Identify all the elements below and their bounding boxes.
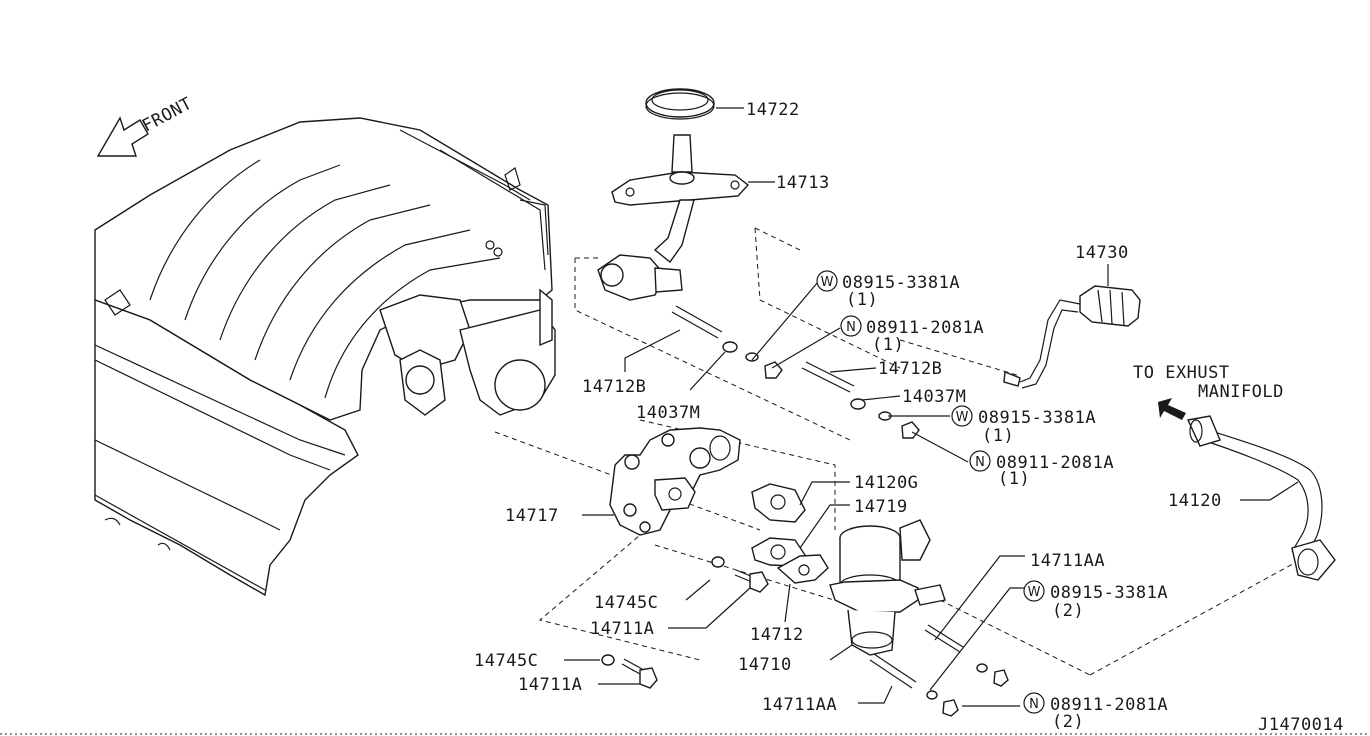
part-14120-tube [1186, 415, 1336, 581]
hardware-callout: N 08911-2081A (1) [840, 315, 984, 355]
hardware-code: 08911-2081A [866, 318, 984, 338]
label-14120G: 14120G [854, 473, 918, 493]
washer-symbol [816, 270, 838, 292]
hardware-symbol: N [975, 455, 985, 470]
hardware-symbol: W [1028, 585, 1041, 600]
hardware-callout: N 08911-2081A (2) [1023, 692, 1168, 732]
washer-symbol [951, 405, 973, 427]
hardware-callout: W 08915-3381A (1) [816, 270, 960, 310]
label-14711A-b: 14711A [518, 675, 582, 695]
label-14711AA-a: 14711AA [1030, 551, 1105, 571]
hardware-callout: N 08911-2081A (1) [969, 450, 1114, 489]
hardware-qty: (1) [982, 426, 1014, 446]
part-14722-ring [645, 88, 715, 120]
lower-left-fasteners [601, 556, 769, 689]
label-14745C-a: 14745C [594, 593, 658, 613]
part-14710-valve [829, 519, 946, 656]
part-14120G-gasket [751, 483, 806, 523]
exhaust-note-line2: MANIFOLD [1198, 382, 1284, 402]
hardware-code: 08915-3381A [1050, 583, 1168, 603]
nut-symbol [969, 450, 991, 472]
part-14711AA-studs [869, 624, 1009, 717]
intake-manifold [94, 117, 556, 421]
label-14719: 14719 [854, 497, 908, 517]
label-14712B-left: 14712B [582, 377, 646, 397]
hardware-code: 08911-2081A [996, 453, 1114, 473]
label-14037M-left: 14037M [636, 403, 700, 423]
hardware-code: 08915-3381A [842, 273, 960, 293]
hardware-qty: (2) [1052, 601, 1084, 621]
washer-symbol [1023, 580, 1045, 602]
label-14713: 14713 [776, 173, 830, 193]
label-14037M-right: 14037M [902, 387, 966, 407]
label-14711A-a: 14711A [590, 619, 654, 639]
nut-symbol [840, 315, 862, 337]
hardware-qty: (1) [846, 290, 878, 310]
hardware-callout: W 08915-3381A (1) [951, 405, 1096, 446]
hardware-code: 08911-2081A [1050, 695, 1168, 715]
hardware-symbol: N [846, 320, 856, 335]
hardware-code: 08915-3381A [978, 408, 1096, 428]
nut-symbol [1023, 692, 1045, 714]
label-14745C-b: 14745C [474, 651, 538, 671]
label-14120: 14120 [1168, 491, 1222, 511]
label-14717: 14717 [505, 506, 559, 526]
part-14713-flange-pipe [597, 134, 750, 301]
label-14712: 14712 [750, 625, 804, 645]
label-14710: 14710 [738, 655, 792, 675]
exhaust-note-line1: TO EXHUST [1133, 363, 1230, 383]
label-14730: 14730 [1075, 243, 1129, 263]
part-14717-bracket [609, 427, 741, 536]
hardware-symbol: W [821, 275, 834, 290]
drawing-id: J1470014 [1258, 715, 1344, 735]
upper-fasteners [671, 305, 920, 439]
label-14711AA-b: 14711AA [762, 695, 837, 715]
exhaust-arrow [1158, 398, 1186, 420]
hardware-qty: (2) [1052, 712, 1084, 732]
cylinder-bank [94, 289, 359, 597]
part-14712-gasket [776, 554, 829, 584]
hardware-qty: (1) [998, 469, 1030, 489]
hardware-symbol: N [1029, 697, 1039, 712]
leader-lines [564, 107, 1299, 707]
front-label: FRONT [139, 94, 196, 137]
hardware-symbol: W [956, 410, 969, 425]
hardware-callout: W 08915-3381A (2) [1023, 580, 1168, 621]
label-14722: 14722 [746, 100, 800, 120]
hardware-qty: (1) [872, 335, 904, 355]
part-14730-sensor [1003, 285, 1141, 389]
label-14712B-right: 14712B [878, 359, 942, 379]
front-arrow [96, 116, 149, 157]
